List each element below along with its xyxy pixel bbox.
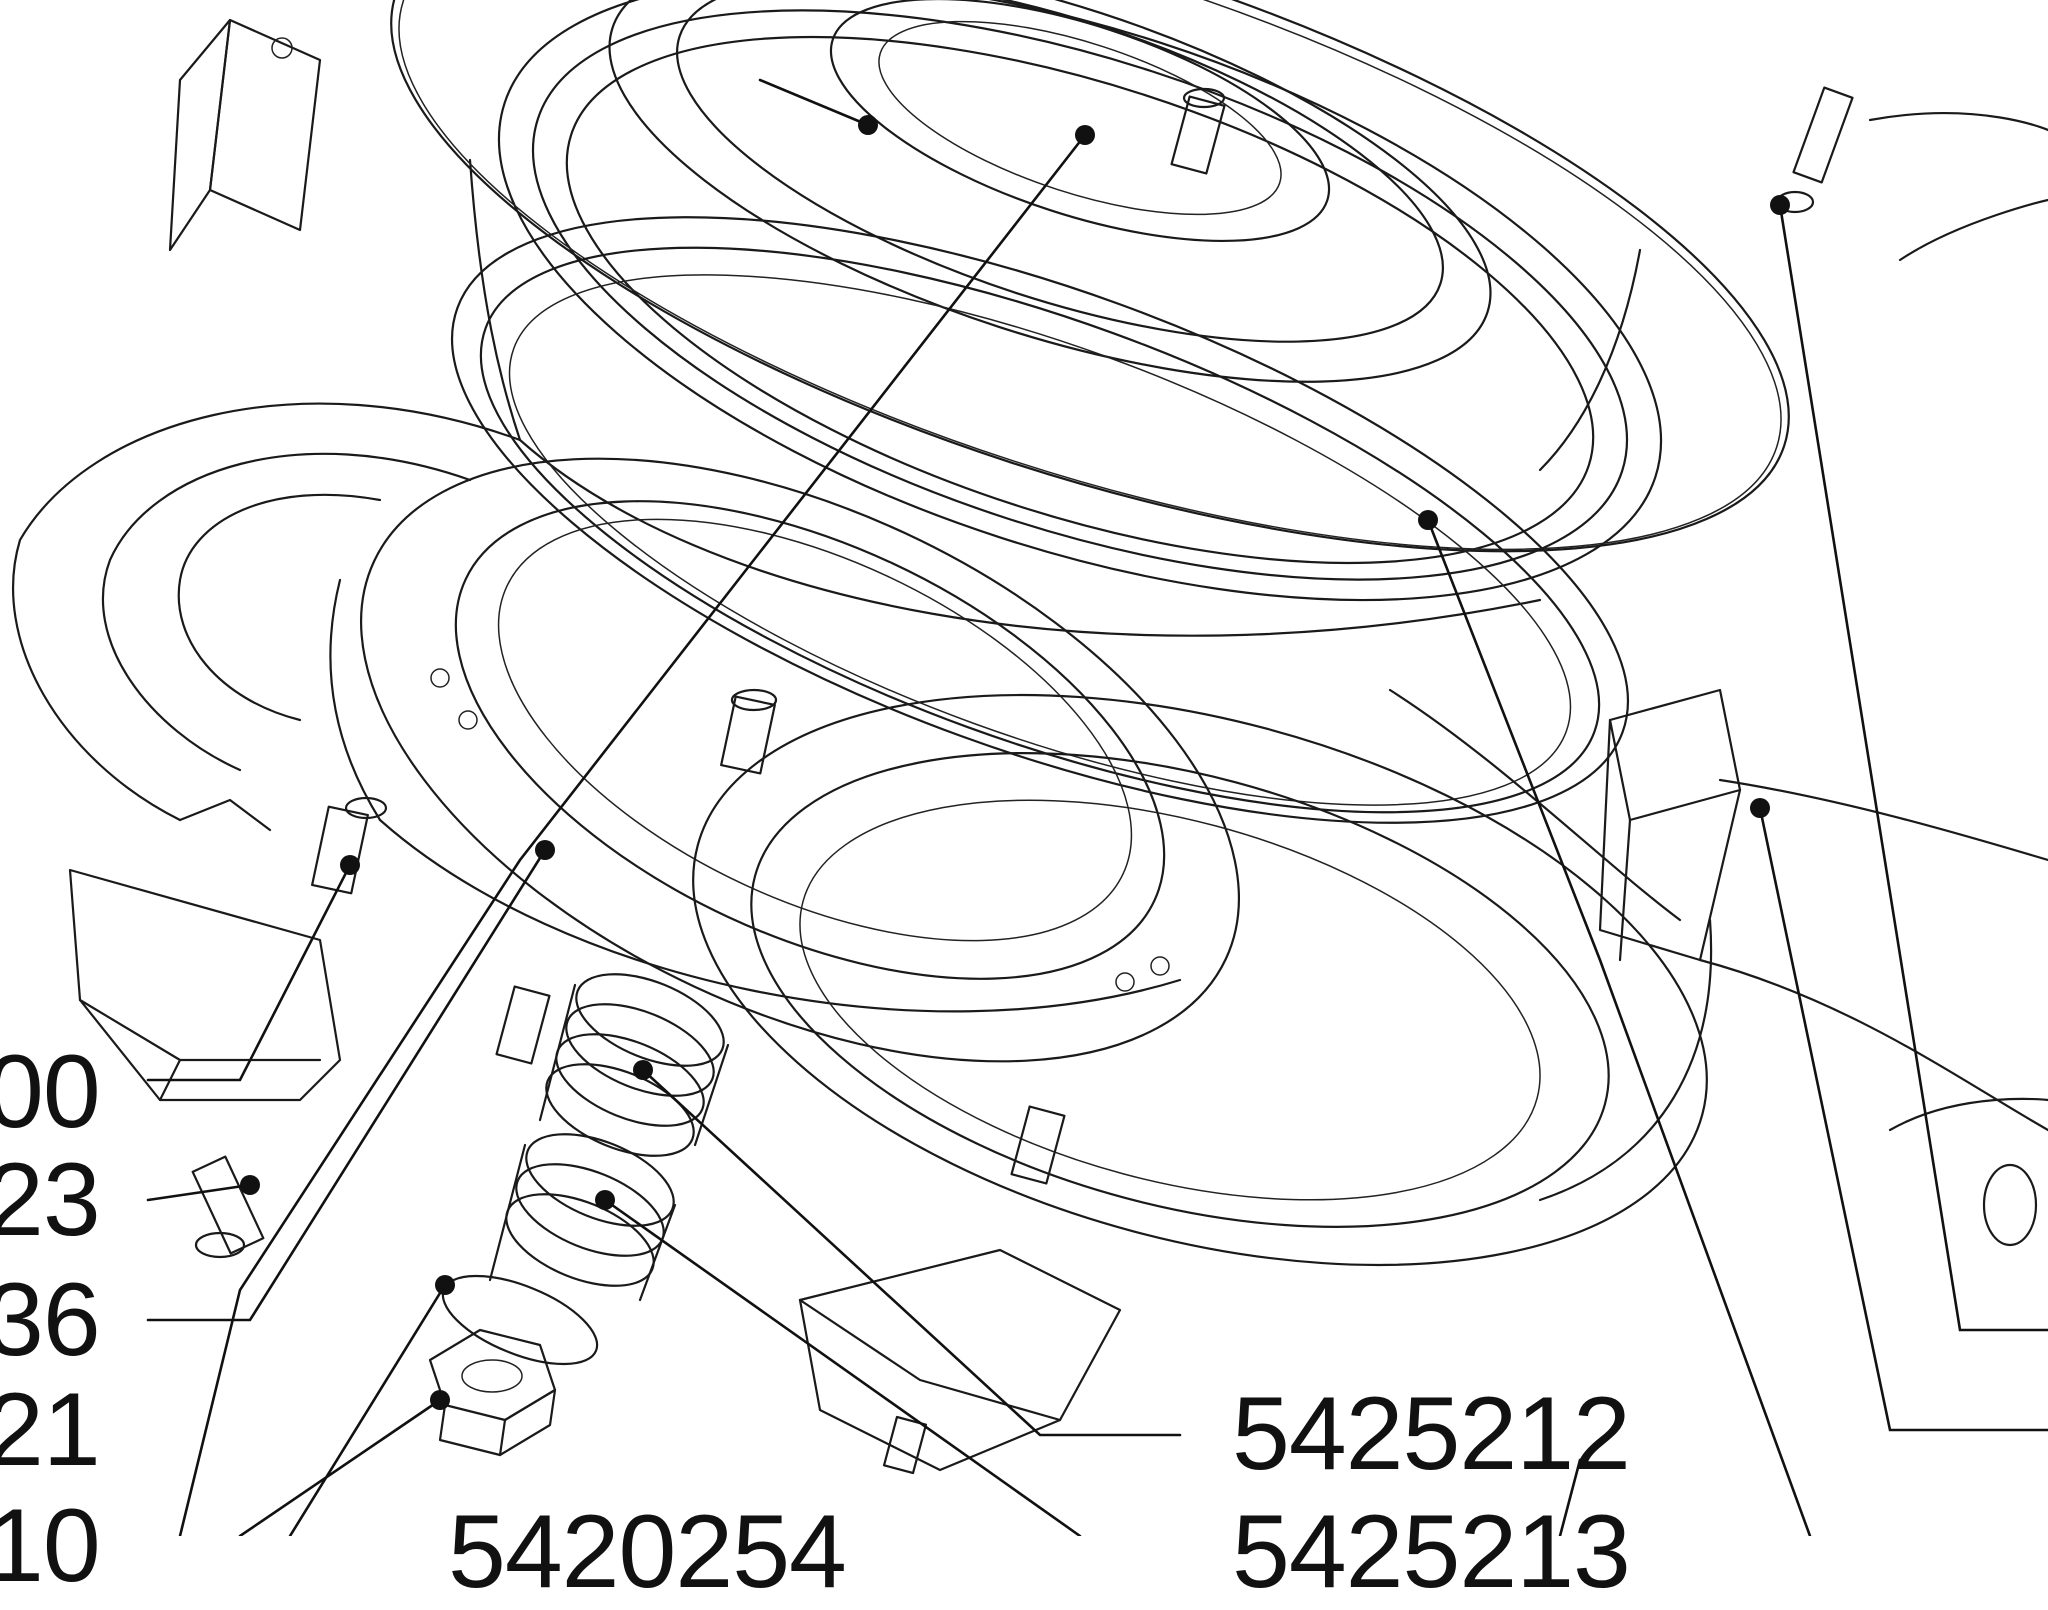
lower-drum bbox=[692, 688, 1713, 1267]
left-c-arm bbox=[11, 402, 522, 832]
leader-nut bbox=[238, 1398, 442, 1536]
screw-middle bbox=[720, 688, 778, 775]
screw-left bbox=[311, 796, 388, 895]
screw-bottom-center bbox=[495, 985, 1066, 1475]
spring-lower bbox=[488, 1133, 677, 1302]
belt-band bbox=[451, 216, 1629, 824]
bracket-block-bottom bbox=[798, 1248, 1122, 1472]
leader-dot-ring bbox=[535, 840, 555, 860]
leader-5425213 bbox=[603, 1198, 1082, 1536]
leader-dot-screw-right bbox=[1770, 195, 1790, 215]
o-ring bbox=[441, 1274, 599, 1366]
leader-36 bbox=[146, 863, 352, 1082]
flange-ring bbox=[329, 457, 1240, 1063]
hex-nut bbox=[428, 1328, 557, 1457]
leader-5420254 bbox=[178, 133, 1087, 1536]
bracket-block-left bbox=[68, 868, 342, 1102]
leader-dot-shaft bbox=[1075, 125, 1095, 145]
leader-dot-belt bbox=[1418, 510, 1438, 530]
leader-dot-bracket bbox=[340, 855, 360, 875]
right-arm bbox=[1698, 112, 2048, 1247]
leader-bottom-right bbox=[1558, 1458, 1582, 1536]
leader-dot-spring-lower bbox=[595, 1190, 615, 1210]
assembly-drawing bbox=[11, 0, 2048, 1536]
callout-21: 21 bbox=[0, 1372, 101, 1488]
leader-23 bbox=[146, 1183, 252, 1202]
leader-dot-o-ring bbox=[435, 1275, 455, 1295]
leader-dot-arm-right bbox=[1750, 798, 1770, 818]
leader-5425212 bbox=[641, 1068, 1182, 1437]
leader-screw-right bbox=[1778, 203, 2048, 1332]
leader-dot-screw-left bbox=[240, 1175, 260, 1195]
callout-00: 00 bbox=[0, 1034, 101, 1150]
leader-dot-nut bbox=[430, 1390, 450, 1410]
leader-arm-right bbox=[1758, 806, 2048, 1432]
callout-36: 36 bbox=[0, 1262, 101, 1378]
leader-disc bbox=[758, 78, 870, 127]
leader-lines bbox=[146, 78, 2048, 1536]
screw-top bbox=[1170, 87, 1226, 175]
bracket-block-right bbox=[1598, 688, 1742, 962]
leader-belt bbox=[1426, 518, 1812, 1536]
callout-10: 10 bbox=[0, 1488, 101, 1604]
callout-5425213: 5425213 bbox=[1232, 1494, 1631, 1610]
leader-o-ring bbox=[288, 1283, 447, 1536]
screw-upper-right bbox=[1775, 86, 1854, 214]
wire-ring bbox=[390, 0, 1790, 553]
leader-dot-spring-upper bbox=[633, 1060, 653, 1080]
bracket-block-top-left bbox=[168, 18, 322, 252]
callout-5425212: 5425212 bbox=[1232, 1376, 1631, 1492]
upper-pulley-disc bbox=[468, 0, 1663, 637]
callout-5420254: 5420254 bbox=[448, 1494, 847, 1610]
leader-21 bbox=[146, 848, 547, 1322]
screw-left-lower bbox=[191, 1155, 265, 1259]
callout-23: 23 bbox=[0, 1142, 101, 1258]
